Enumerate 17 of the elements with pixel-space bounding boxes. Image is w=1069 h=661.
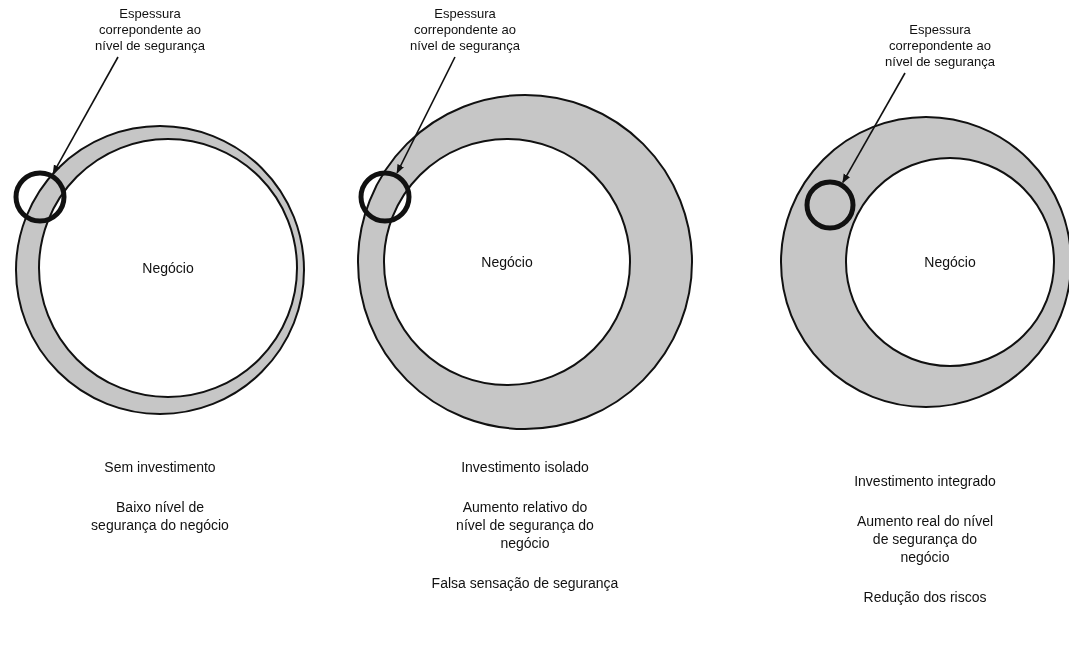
caption-text: Aumento real do nível de segurança do negócio — [855, 512, 995, 566]
annotation-text: Espessura correpondente ao nível de segurança — [409, 6, 521, 54]
annotation-text: Espessura correpondente ao nível de segurança — [884, 22, 996, 70]
caption-text: Investimento integrado — [854, 472, 996, 490]
leader-arrow — [842, 72, 906, 184]
caption-text: Investimento isolado — [461, 458, 589, 476]
circle-label: Negócio — [481, 254, 533, 270]
caption-text: Sem investimento — [104, 458, 216, 476]
leader-arrow — [396, 56, 456, 174]
caption-text: Aumento relativo do nível de segurança do negócio — [455, 498, 595, 552]
circle-label: Negócio — [924, 254, 976, 270]
caption-text: Baixo nível de segurança do negócio — [90, 498, 230, 534]
circle-label: Negócio — [142, 260, 194, 276]
annotation-text: Espessura correpondente ao nível de segurança — [94, 6, 206, 54]
caption-text: Falsa sensação de segurança — [431, 574, 619, 592]
leader-arrow — [52, 56, 119, 175]
caption-text: Redução dos riscos — [863, 588, 987, 606]
